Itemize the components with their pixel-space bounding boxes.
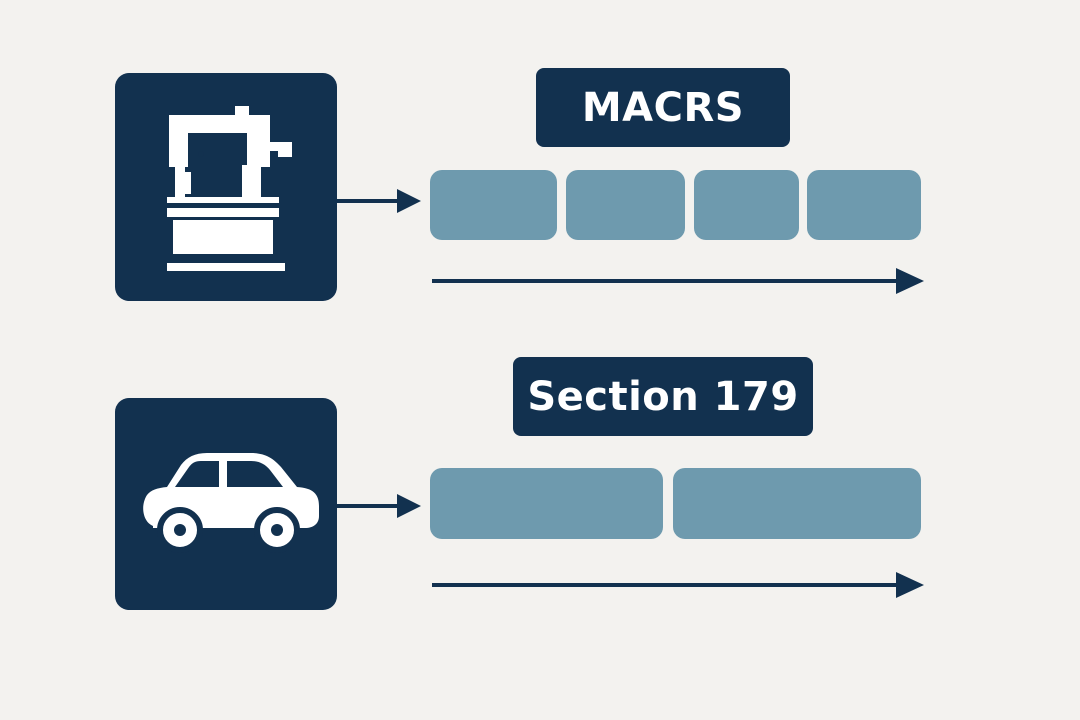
section-179-segment	[673, 468, 921, 539]
macrs-segment	[430, 170, 557, 240]
section-179-label: Section 179	[513, 357, 813, 436]
industrial-machine-icon	[167, 106, 292, 271]
macrs-segment	[694, 170, 799, 240]
macrs-label: MACRS	[536, 68, 790, 147]
section-179-segment	[430, 468, 663, 539]
macrs-segment	[566, 170, 685, 240]
macrs-segment	[807, 170, 921, 240]
machine-icon-box	[115, 73, 337, 301]
car-to-section179-arrow	[337, 494, 421, 518]
car-icon	[143, 453, 319, 553]
car-icon-box	[115, 398, 337, 610]
section-179-timeline-arrow	[432, 572, 924, 598]
macrs-timeline-arrow	[432, 268, 924, 294]
machine-to-macrs-arrow	[337, 189, 421, 213]
